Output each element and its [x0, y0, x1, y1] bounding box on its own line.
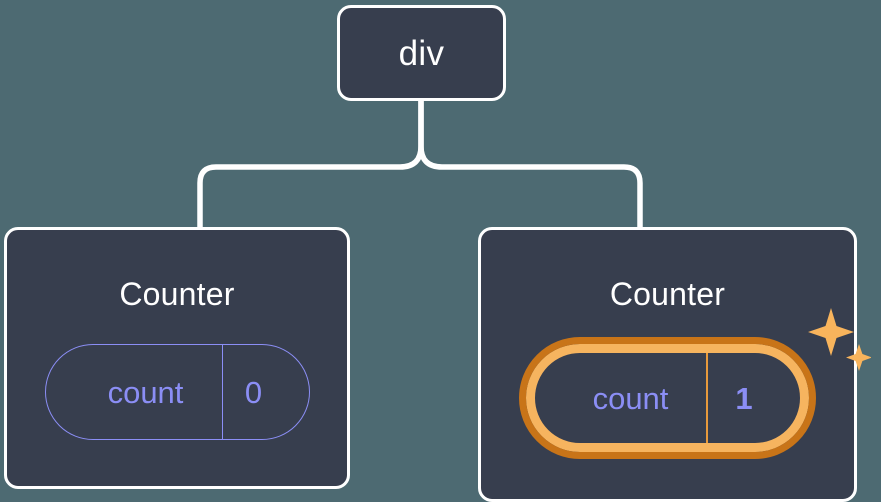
state-value-label: 0 — [244, 374, 263, 410]
counter-left-title: Counter — [119, 276, 235, 312]
node-counter-right[interactable]: Counter count 1 — [478, 227, 871, 502]
sparkles-icon — [808, 308, 871, 371]
node-div[interactable]: div — [337, 5, 506, 101]
node-div-label: div — [398, 33, 445, 73]
counter-right-state-wrap: count 1 — [519, 308, 871, 459]
state-pill-count-0[interactable]: count 0 — [44, 344, 310, 440]
counter-left-state-wrap: count 0 — [44, 344, 310, 440]
state-value-label: 1 — [735, 380, 753, 416]
counter-right-title: Counter — [609, 276, 726, 312]
state-key-label: count — [46, 345, 223, 439]
state-pill-count-1[interactable]: count 1 — [519, 337, 816, 459]
node-counter-left[interactable]: Counter count 0 — [4, 227, 350, 489]
state-key-label: count — [535, 353, 708, 443]
